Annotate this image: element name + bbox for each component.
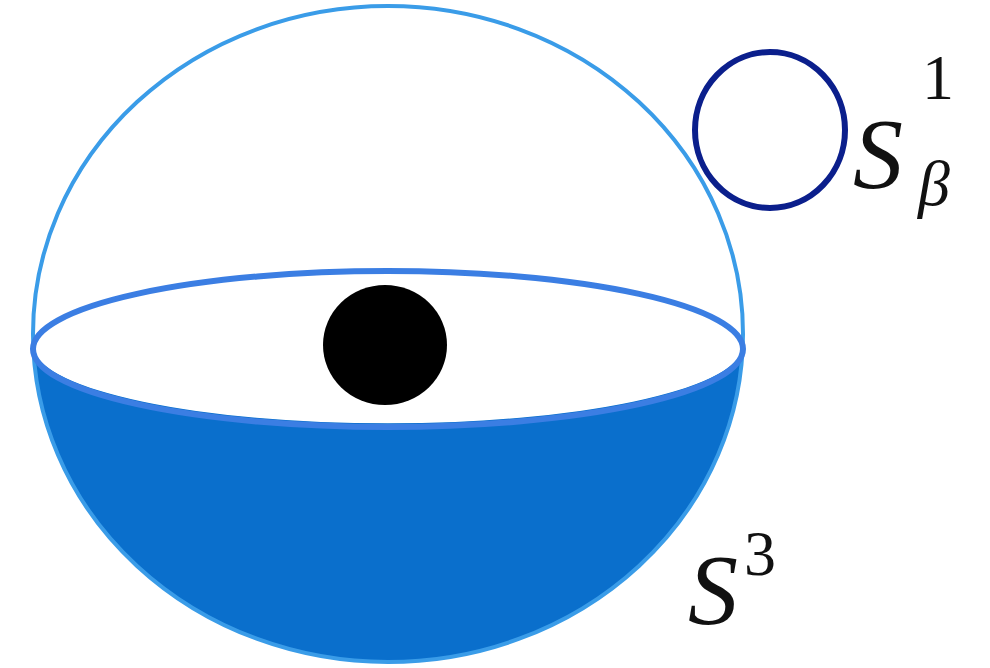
superscript: 1 [922,46,954,110]
space-symbol: S [688,540,738,640]
sphere-ground [33,6,743,662]
circle-s1 [695,52,845,208]
superscript: 3 [744,522,776,586]
subscript: β [918,152,950,216]
space-symbol: S [853,104,903,204]
sphere-outline [33,6,743,662]
black-dot [323,285,447,405]
equator-ellipse [33,271,743,427]
